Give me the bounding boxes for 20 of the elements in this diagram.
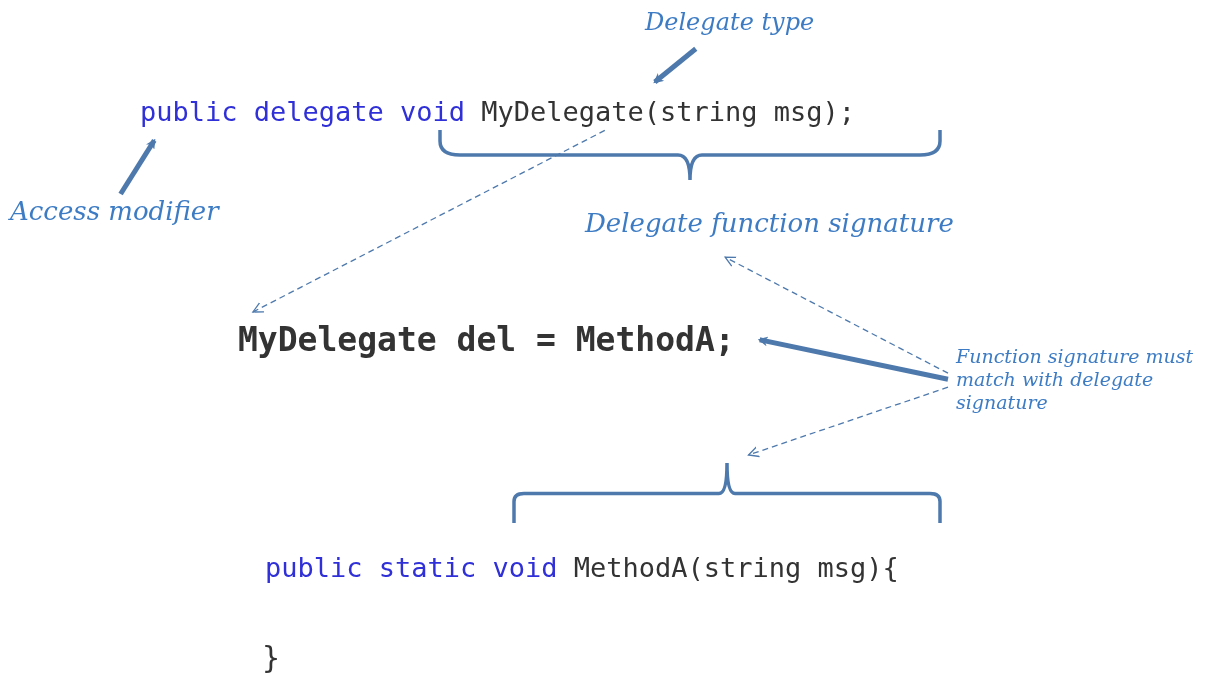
- arrow: [653, 46, 698, 84]
- code-keyword: public: [140, 96, 238, 129]
- annotation-text: Access modifier: [10, 196, 219, 228]
- arrow: [724, 256, 949, 374]
- code-keyword: static: [378, 552, 477, 585]
- arrow: [252, 129, 606, 313]
- code-keyword: public: [265, 552, 363, 585]
- arrow: [118, 138, 157, 196]
- code-keyword: void: [399, 96, 465, 129]
- code-text: MethodA(string msg){: [573, 552, 899, 585]
- arrow: [747, 386, 949, 458]
- code-keyword: delegate: [253, 96, 384, 129]
- arrow: [757, 336, 949, 382]
- annotation-text: Delegate function signature: [585, 208, 954, 240]
- code-text: MyDelegate(string msg);: [481, 96, 856, 129]
- code-text: MyDelegate del = MethodA;: [238, 320, 735, 360]
- annotation-text: Function signature must match with delegate signature: [956, 345, 1218, 414]
- code-text: }: [262, 640, 281, 675]
- code-keyword: void: [492, 552, 558, 585]
- annotation-text: Delegate type: [645, 8, 815, 37]
